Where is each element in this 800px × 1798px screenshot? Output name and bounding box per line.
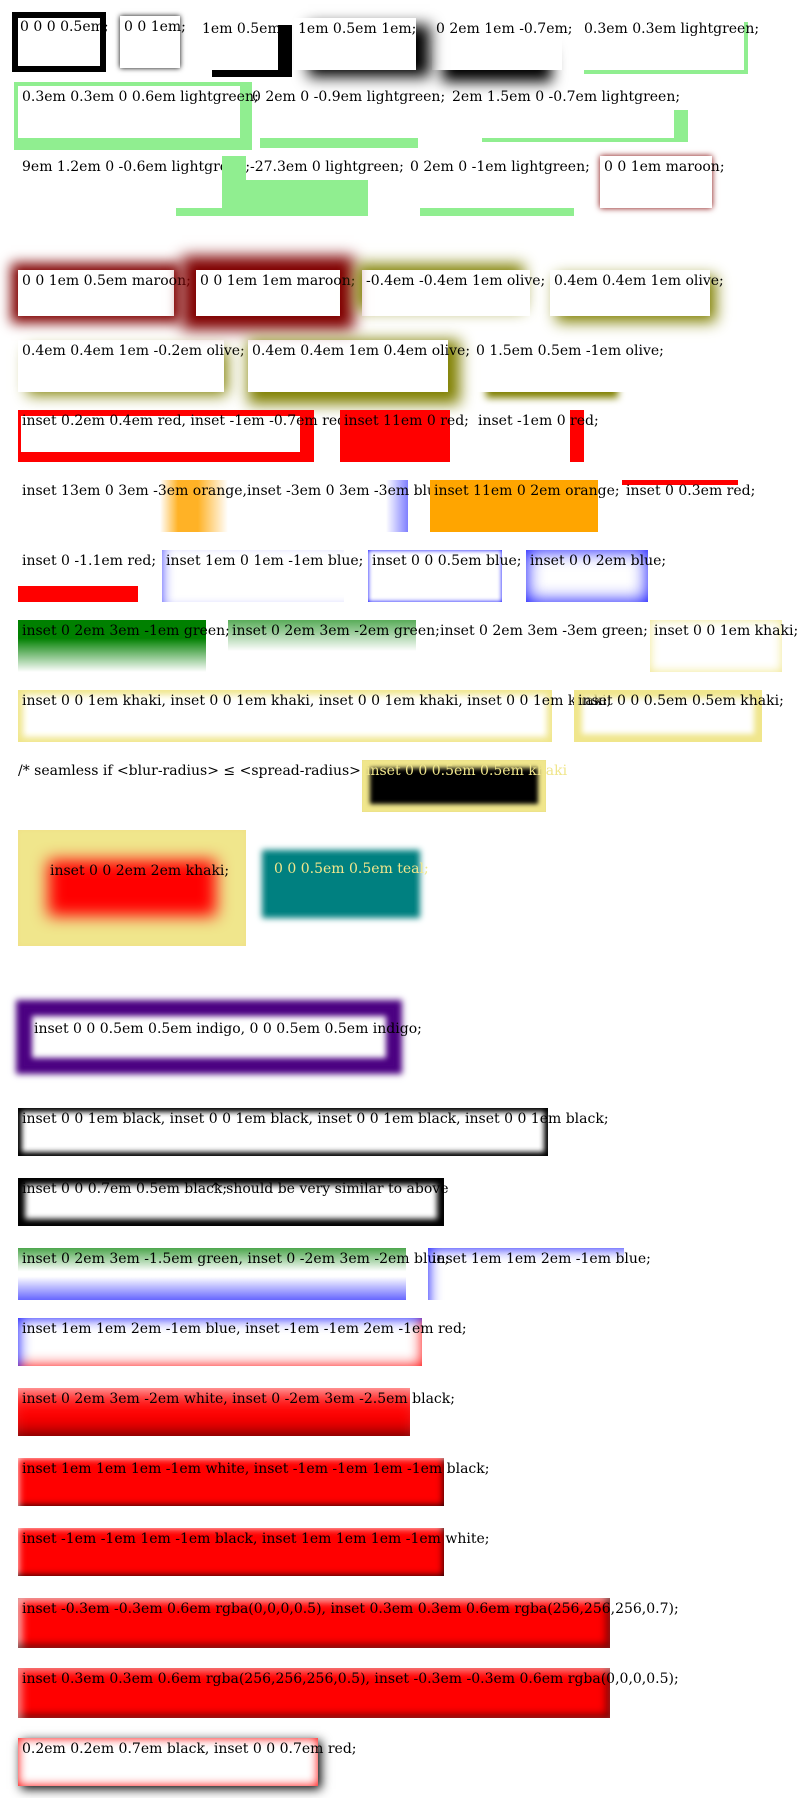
box-shadow-sample: 0 0 1em 1em maroon; xyxy=(196,270,355,316)
box-shadow-sample: inset 0 0 1em khaki; xyxy=(650,620,798,672)
box-shadow-sample: 0.3em 0.3em lightgreen; xyxy=(580,18,759,70)
box-shadow-sample: inset 13em 0 3em -3em orange,inset -3em … xyxy=(18,480,449,532)
box-shadow-sample: inset 0 2em 3em -3em green; xyxy=(440,623,648,639)
box-shadow-sample: -27.3em 0 lightgreen; xyxy=(246,156,404,208)
box-shadow-sample: inset 0 0 0.5em 0.5em khaki; xyxy=(574,690,784,742)
box-shadow-sample: 0.4em 0.4em 1em 0.4em olive; xyxy=(248,340,470,392)
box-shadow-sample: 0 2em 0 -0.9em lightgreen; xyxy=(248,86,445,138)
box-shadow-sample: inset 0 0 1em black, inset 0 0 1em black… xyxy=(18,1108,609,1156)
box-shadow-sample: inset 0 0 0.5em blue; xyxy=(368,550,522,602)
box-shadow-sample: inset 1em 0 1em -1em blue; xyxy=(162,550,363,602)
box-shadow-sample: inset 1em 1em 1em -1em white, inset -1em… xyxy=(18,1458,489,1506)
comment-text: /* seamless if <blur-radius> ≤ <spread-r… xyxy=(18,763,378,779)
box-shadow-sample: inset 0 0 0.5em 0.5em khaki xyxy=(362,760,567,812)
box-shadow-sample: 0 1.5em 0.5em -1em olive; xyxy=(472,340,664,392)
box-shadow-sample: inset 0 -1.1em red; xyxy=(18,550,156,602)
box-shadow-sample: inset 0 0.3em red; xyxy=(622,480,755,532)
box-shadow-sample: inset -1em -1em 1em -1em black, inset 1e… xyxy=(18,1528,489,1576)
box-shadow-sample: inset 0 2em 3em -1.5em green, inset 0 -2… xyxy=(18,1248,449,1300)
box-shadow-sample: -0.4em -0.4em 1em olive; xyxy=(362,270,545,316)
box-shadow-sample: 0.4em 0.4em 1em -0.2em olive; xyxy=(18,340,245,392)
box-shadow-sample: 0 0 1em; xyxy=(120,16,186,68)
box-shadow-sample: inset 0.3em 0.3em 0.6em rgba(256,256,256… xyxy=(18,1668,679,1718)
box-shadow-sample: 1em 0.5em 1em; xyxy=(294,18,416,70)
box-shadow-sample: 2em 1.5em 0 -0.7em lightgreen; xyxy=(448,86,680,138)
box-shadow-sample: inset 0.2em 0.4em red, inset -1em -0.7em… xyxy=(18,410,351,462)
box-shadow-sample: 0 0 1em 0.5em maroon; xyxy=(18,270,191,316)
comment-text: ^ should be very similar to above xyxy=(210,1181,449,1197)
box-shadow-sample: 0.2em 0.2em 0.7em black, inset 0 0 0.7em… xyxy=(18,1738,357,1786)
box-shadow-sample: inset 0 0 0.7em 0.5em black; xyxy=(18,1178,444,1226)
box-shadow-sample: 0 2em 1em -0.7em; xyxy=(432,18,572,70)
box-shadow-sample: 0.3em 0.3em 0 0.6em lightgreen; xyxy=(18,86,259,138)
box-shadow-sample: 0 0 0 0.5em; xyxy=(12,12,109,72)
box-shadow-sample: inset 1em 1em 2em -1em blue; xyxy=(428,1248,651,1300)
box-shadow-sample: inset 0 0 2em 2em khaki; xyxy=(18,830,246,946)
box-shadow-sample: inset 0 2em 3em -1em green; xyxy=(18,620,230,672)
box-shadow-sample: 0 0 1em maroon; xyxy=(600,156,725,208)
box-shadow-sample: inset 11em 0 red; xyxy=(340,410,469,462)
box-shadow-sample: 1em 0.5em; xyxy=(198,18,285,70)
box-shadow-sample: 9em 1.2em 0 -0.6em lightgreen; xyxy=(18,156,250,208)
box-shadow-sample: inset 0 0 1em khaki, inset 0 0 1em khaki… xyxy=(18,690,611,742)
box-shadow-sample: inset -1em 0 red; xyxy=(474,410,599,462)
box-shadow-sample: inset -0.3em -0.3em 0.6em rgba(0,0,0,0.5… xyxy=(18,1598,679,1648)
box-shadow-sample: 0.4em 0.4em 1em olive; xyxy=(550,270,724,316)
box-shadow-sample: 0 2em 0 -1em lightgreen; xyxy=(406,156,590,208)
box-shadow-sample: inset 0 0 0.5em 0.5em indigo, 0 0 0.5em … xyxy=(24,1008,422,1066)
box-shadow-sample: inset 1em 1em 2em -1em blue, inset -1em … xyxy=(18,1318,467,1366)
box-shadow-sample: 0 0 0.5em 0.5em teal; xyxy=(268,856,429,912)
box-shadow-sample: inset 0 2em 3em -2em green; xyxy=(228,620,440,672)
box-shadow-sample: inset 11em 0 2em orange; xyxy=(430,480,620,532)
box-shadow-sample: inset 0 0 2em blue; xyxy=(526,550,666,602)
box-shadow-sample: inset 0 2em 3em -2em white, inset 0 -2em… xyxy=(18,1388,455,1436)
